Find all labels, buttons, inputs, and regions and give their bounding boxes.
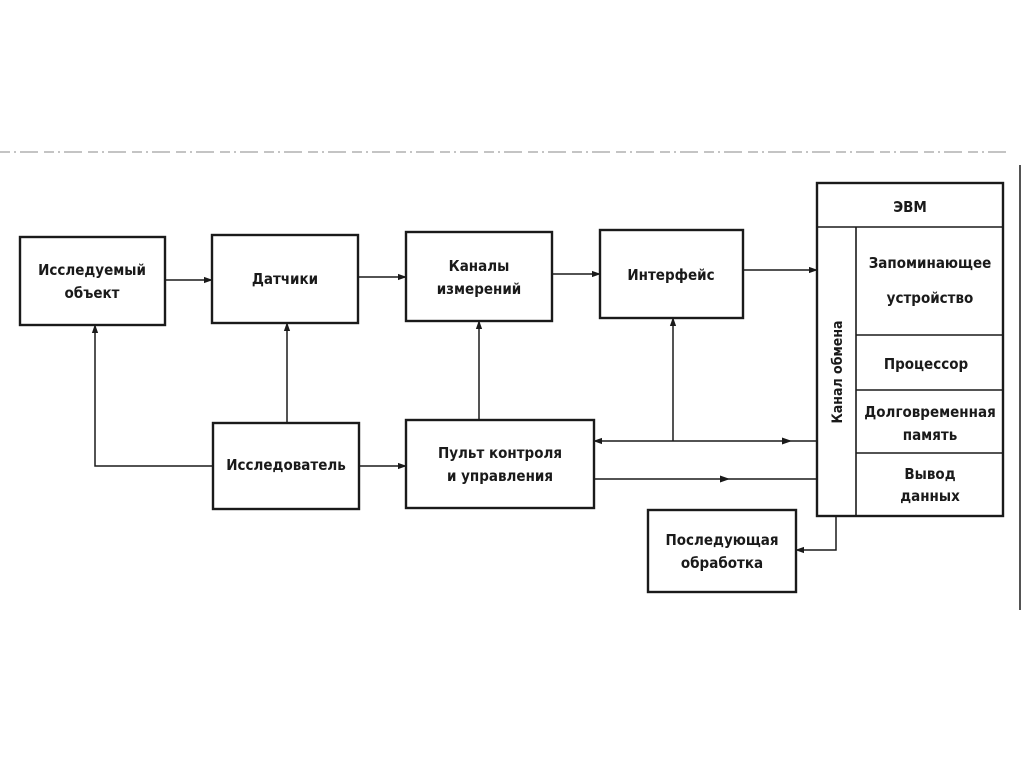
- researcher-block: Исследователь: [211, 421, 361, 511]
- channels-label-line2: измерений: [437, 280, 522, 298]
- console-label-line2: и управления: [447, 467, 553, 485]
- interface-label: Интерфейс: [627, 266, 714, 284]
- console-label-line1: Пульт контроля: [438, 444, 562, 462]
- output-label-line2: данных: [900, 487, 960, 505]
- researcher-label: Исследователь: [226, 456, 346, 474]
- post-label-line1: Последующая: [665, 531, 778, 549]
- exchange-channel-label: Канал обмена: [830, 320, 846, 423]
- object-label-line2: объект: [65, 284, 120, 302]
- channels-block: Каналы измерений: [404, 230, 554, 323]
- computer-title: ЭВМ: [893, 198, 927, 216]
- object-block: Исследуемый объект: [18, 235, 167, 327]
- console-block: Пульт контроля и управления: [404, 418, 596, 510]
- post-label-line2: обработка: [681, 554, 763, 572]
- arrow-researcher-to-object: [91, 324, 213, 467]
- sensors-block: Датчики: [210, 233, 360, 325]
- processor-label: Процессор: [884, 355, 969, 373]
- arrow-mark-mid: [782, 437, 792, 445]
- arrow-mark-console-to-computer: [720, 475, 730, 483]
- object-label-line1: Исследуемый: [38, 261, 146, 279]
- storage-label-line1: Запоминающее: [869, 254, 992, 272]
- interface-block: Интерфейс: [598, 228, 745, 320]
- output-label-line1: Вывод: [904, 465, 955, 483]
- arrow-computer-to-post: [795, 516, 837, 554]
- longterm-label-line2: память: [903, 426, 957, 444]
- storage-label-line2: устройство: [887, 289, 974, 307]
- longterm-label-line1: Долговременная: [864, 403, 995, 421]
- sensors-label: Датчики: [252, 270, 318, 288]
- computer-block: ЭВМ Канал обмена Запоминающее устройство…: [815, 181, 1005, 518]
- post-processing-block: Последующая обработка: [646, 508, 798, 594]
- channels-label-line1: Каналы: [449, 257, 510, 275]
